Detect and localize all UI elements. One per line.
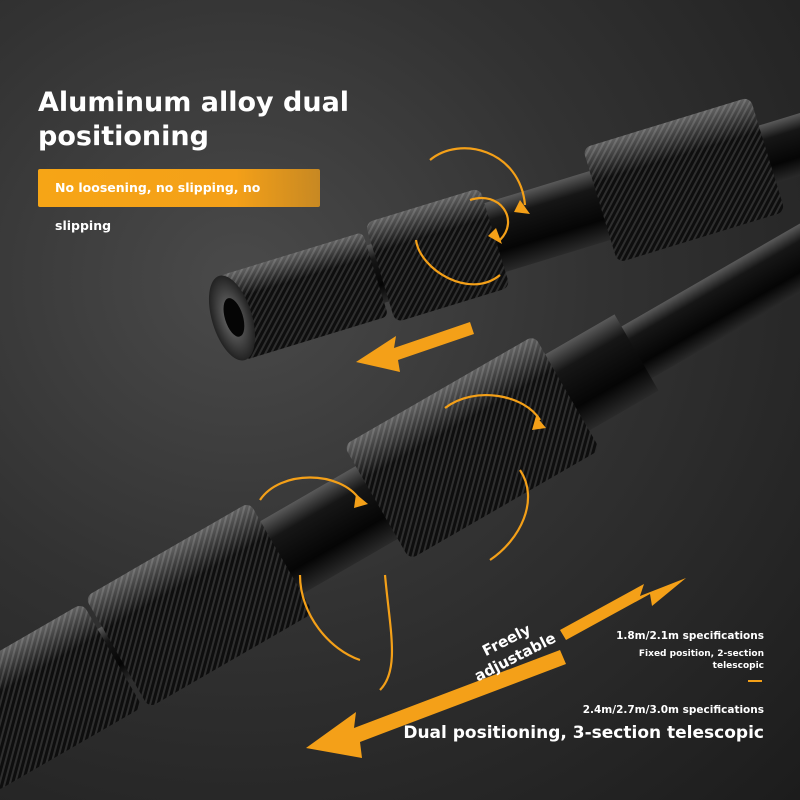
rotation-arrow-icon (259, 147, 541, 691)
upper-pole (208, 84, 800, 361)
spec-short-title: 1.8m/2.1m specifications (616, 630, 764, 642)
divider (748, 680, 762, 682)
spec-long-detail: Dual positioning, 3-section telescopic (403, 723, 764, 743)
arrow-left-icon (356, 322, 474, 372)
feature-badge: No loosening, no slipping, no slipping (38, 169, 320, 233)
lower-pole (0, 214, 800, 790)
arrow-right-icon (560, 578, 686, 640)
spec-short-detail: Fixed position, 2-section telescopic (638, 649, 764, 671)
arrow-left-icon (306, 650, 566, 758)
spec-long-title: 2.4m/2.7m/3.0m specifications (582, 704, 764, 716)
headline: Aluminum alloy dual positioning (38, 87, 350, 152)
